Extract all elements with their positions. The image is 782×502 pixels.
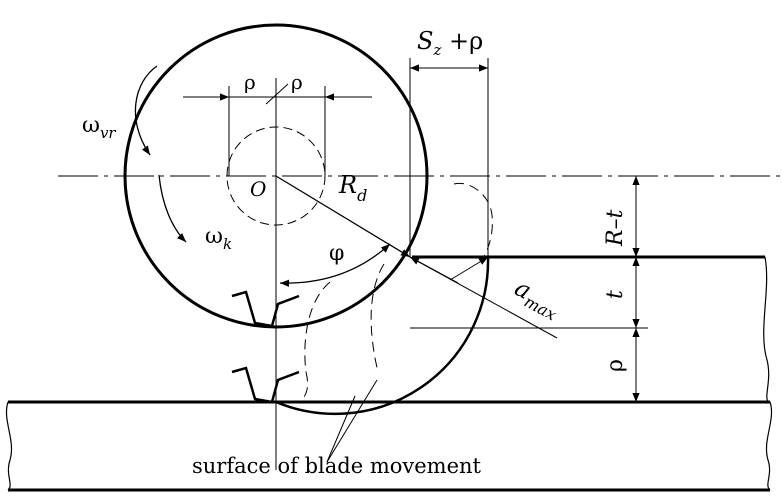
blade-lower <box>231 366 300 404</box>
label-rho-vertical: ρ <box>603 359 628 372</box>
cutter-disc <box>123 23 429 329</box>
upper-right-break <box>763 256 770 403</box>
label-a-max: amax <box>508 274 565 325</box>
label-rho-left: ρ <box>244 70 256 94</box>
right-vertical-dimensions <box>410 176 648 403</box>
blades <box>231 290 300 404</box>
label-t: t <box>603 290 628 299</box>
base-right-break <box>765 401 773 491</box>
blade-trajectory-arc <box>275 256 490 416</box>
radius-rd-arrow <box>275 175 411 258</box>
caption-surface-of-blade-movement: surface of blade movement <box>192 454 482 478</box>
centerlines <box>58 78 782 470</box>
label-radius-rd: Rd <box>338 171 367 205</box>
sz-dimension <box>409 58 489 257</box>
omega-vr-arrow <box>134 65 158 156</box>
label-omega-k: ωk <box>205 224 232 253</box>
label-omega-vr: ωvr <box>82 113 116 142</box>
phi-angle-arc <box>279 243 391 287</box>
rho-dimension <box>183 83 372 176</box>
label-r-minus-t: R–t <box>603 209 628 247</box>
dashed-trajectories <box>299 182 493 403</box>
blade-upper <box>231 290 300 328</box>
label-phi: φ <box>329 241 344 266</box>
base-left-break <box>5 401 13 491</box>
label-rho-right: ρ <box>291 70 303 94</box>
a-max-dimension <box>409 256 558 339</box>
omega-k-arrow <box>158 174 187 243</box>
caption-leaders <box>326 379 378 463</box>
label-sz-plus-rho: Sz +ρ <box>417 27 483 59</box>
label-center-o: O <box>250 177 266 201</box>
